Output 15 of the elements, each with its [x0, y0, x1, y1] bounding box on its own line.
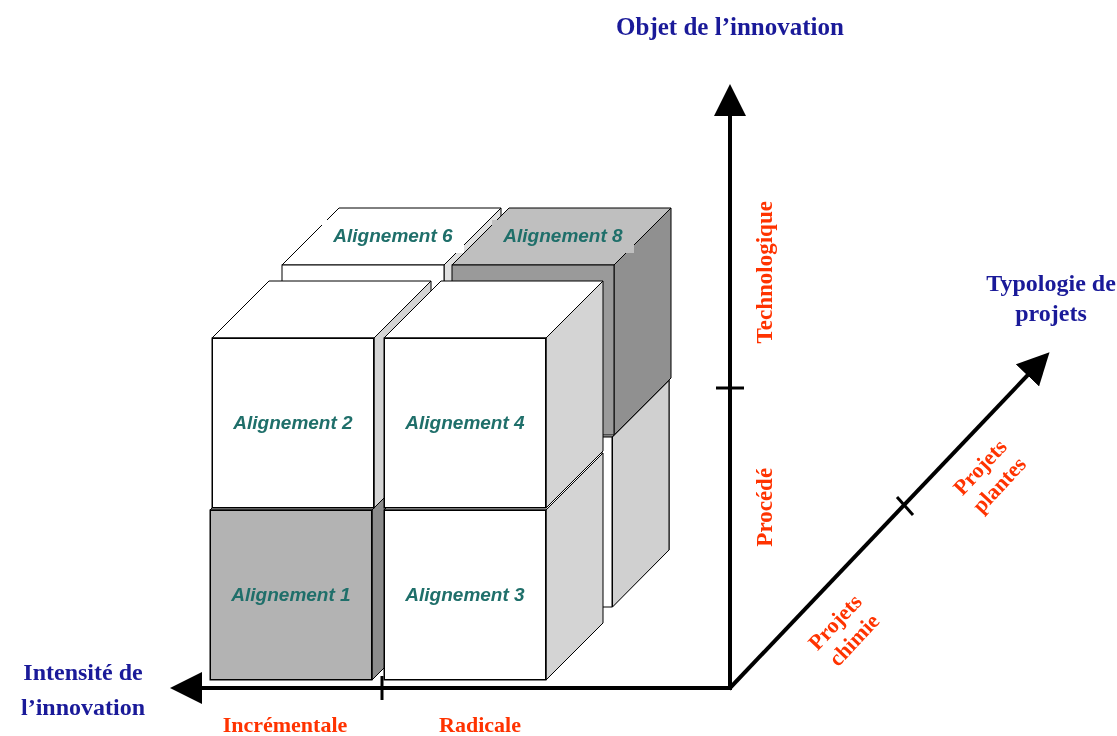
axis-label: Incrémentale	[221, 711, 349, 736]
cube-front-face	[210, 510, 372, 680]
cube-label: Alignement 6	[333, 224, 453, 249]
cube-label: Alignement 3	[405, 582, 525, 607]
cube	[612, 380, 670, 608]
axis-label: Radicale	[438, 711, 522, 736]
axis-label: Procédé	[750, 466, 778, 549]
axis-label: Typologie de projets	[985, 269, 1117, 328]
axis-label: Technologique	[750, 200, 778, 346]
cube-label: Alignement 2	[233, 410, 353, 435]
cube-label: Alignement 1	[231, 582, 351, 607]
axis-label: Objet de l’innovation	[615, 12, 845, 42]
axis-label: Intensité de l’innovation	[20, 658, 146, 722]
cube-label: Alignement 8	[503, 224, 623, 249]
cube-label: Alignement 4	[405, 410, 525, 435]
